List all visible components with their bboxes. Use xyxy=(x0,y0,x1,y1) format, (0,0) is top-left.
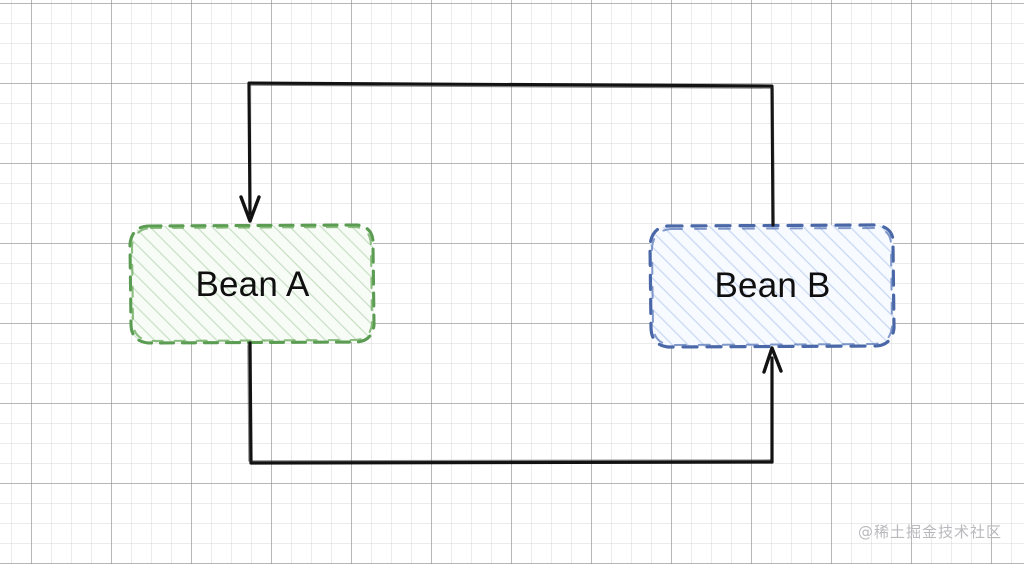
bean-b-fill xyxy=(650,225,894,347)
edge-a-to-b-line xyxy=(248,341,774,465)
bean-a-border-sketch-overlay xyxy=(130,225,374,343)
node-bean-a[interactable] xyxy=(128,223,376,345)
bean-a-border xyxy=(128,223,376,345)
edge-bean-b-to-bean-a[interactable] xyxy=(239,81,775,227)
arrowhead-into-bean-a-icon xyxy=(239,195,261,223)
bean-b-border-sketch-overlay xyxy=(650,226,894,347)
edge-a-to-b-line-sketch xyxy=(247,344,771,462)
bean-a-fill xyxy=(130,225,374,343)
arrowhead-into-bean-b-icon xyxy=(762,346,783,374)
bean-b-border xyxy=(648,223,896,349)
edge-b-to-a-line xyxy=(247,81,775,227)
edge-b-to-a-vertical xyxy=(247,82,252,216)
node-bean-b[interactable] xyxy=(648,223,896,349)
watermark-text: @稀土掘金技术社区 xyxy=(857,523,1002,541)
edge-b-to-a-line-sketch xyxy=(250,84,775,225)
edge-bean-a-to-bean-b[interactable] xyxy=(247,341,783,465)
